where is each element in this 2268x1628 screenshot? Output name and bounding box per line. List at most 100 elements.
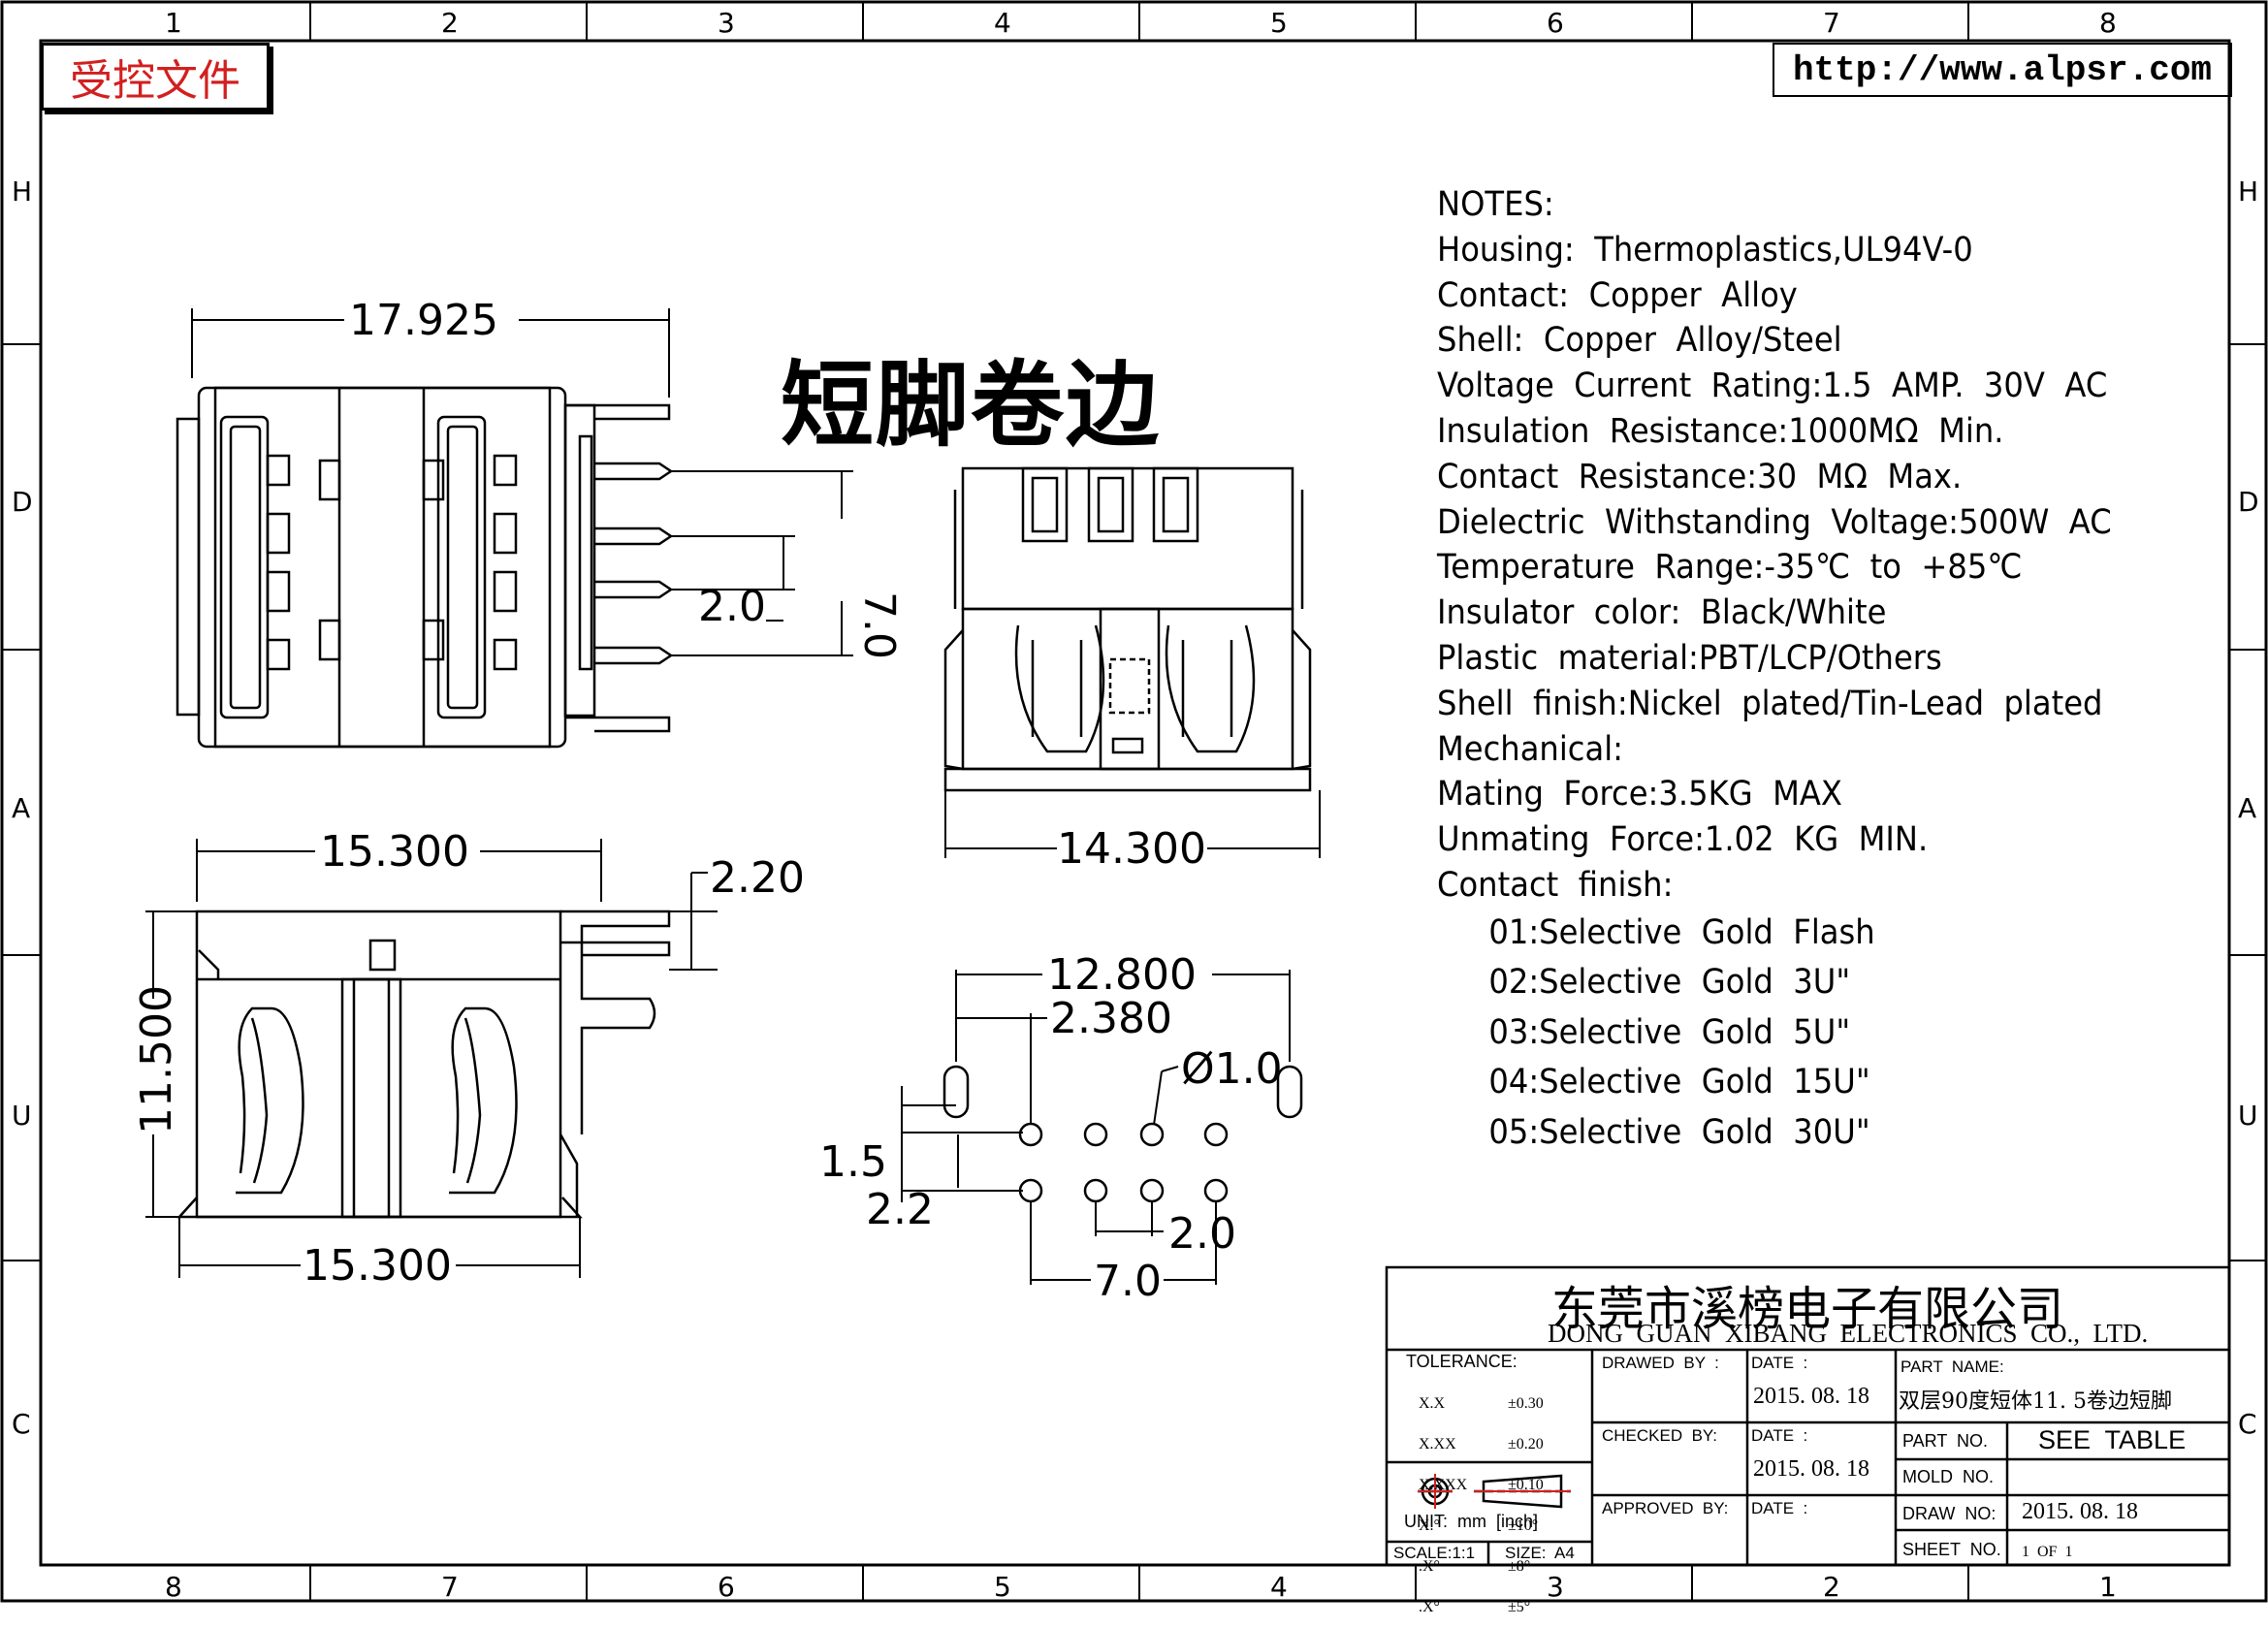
part-name-label: PART NAME: — [1901, 1357, 2004, 1376]
title-block-frame — [1385, 1265, 2231, 1567]
draw-no-label: DRAW NO: — [1902, 1504, 1996, 1523]
notes-heading: NOTES: — [1437, 185, 1554, 224]
pcb-dims — [901, 970, 1291, 1285]
mold-no-label: MOLD NO. — [1902, 1467, 1995, 1486]
grid-col-label: 7 — [1823, 7, 1840, 39]
tolerance-keys: X.X X.XX X.XXX X.° .X° .X° — [1419, 1370, 1467, 1628]
tol-key: X.XX — [1419, 1436, 1456, 1452]
tol-key: X.XXX — [1419, 1477, 1468, 1493]
grid-col-label: 5 — [1270, 7, 1288, 39]
date-label: DATE : — [1751, 1499, 1808, 1517]
grid-row-label: U — [12, 1100, 32, 1132]
stamp-text: 受控文件 — [70, 56, 240, 106]
tol-value: ±0.20 — [1508, 1436, 1544, 1452]
red-marks — [1418, 1474, 1571, 1509]
draw-no: 2015. 08. 18 — [2022, 1499, 2138, 1524]
note-line: Contact Resistance:30 MΩ Max. — [1437, 457, 1963, 496]
dim-pcb-pitch: 2.0 — [1168, 1209, 1236, 1259]
note-line: Shell finish:Nickel plated/Tin-Lead plat… — [1437, 684, 2103, 723]
grid-col-label: 5 — [994, 1571, 1011, 1603]
size-label: SIZE: A4 — [1505, 1544, 1575, 1562]
grid-col-label: 2 — [1823, 1571, 1840, 1603]
dim-side-width-bottom: 15.300 — [303, 1241, 452, 1291]
grid-row-label: H — [12, 176, 32, 207]
unit-label: UNIT: mm [inch] — [1404, 1512, 1539, 1531]
date-drawn: 2015. 08. 18 — [1753, 1384, 1869, 1409]
grid-col-label: 1 — [165, 7, 182, 39]
grid-row-label: A — [12, 792, 30, 824]
approved-by-label: APPROVED BY: — [1602, 1499, 1729, 1517]
grid-row-label: U — [2238, 1100, 2258, 1132]
front-view-dims — [944, 790, 1321, 858]
grid-labels: 1 2 3 4 5 6 7 8 8 7 6 5 4 3 2 1 H D A U … — [12, 7, 2259, 1603]
tol-value: ±0.10 — [1508, 1477, 1544, 1493]
note-line: Insulator color: Black/White — [1437, 593, 1887, 633]
grid-col-label: 6 — [1547, 7, 1564, 39]
note-line: Contact: Copper Alloy — [1437, 275, 1798, 315]
finish-option: 01:Selective Gold Flash — [1488, 912, 1875, 952]
grid-row-label: H — [2238, 176, 2258, 207]
controlled-document-stamp: 受控文件 — [41, 43, 270, 111]
company-name-cn: 东莞市溪榜电子有限公司 — [1551, 1282, 2064, 1336]
sheet-no-label: SHEET NO. — [1902, 1540, 2001, 1559]
tolerance-label: TOLERANCE: — [1406, 1352, 1517, 1371]
dim-pcb-span: 7.0 — [1094, 1257, 1162, 1306]
inner-border — [39, 39, 2231, 1567]
tol-value: ±10° — [1508, 1517, 1539, 1534]
top-view-dims — [191, 308, 853, 656]
dim-front-width: 14.300 — [1057, 824, 1206, 874]
tol-key: X.° — [1419, 1517, 1440, 1534]
note-line: Mating Force:3.5KG MAX — [1437, 775, 1842, 814]
part-no: SEE TABLE — [2038, 1425, 2187, 1454]
grid-row-label: C — [2238, 1408, 2257, 1440]
drawing-title: 短脚卷边 — [781, 350, 1161, 460]
dim-pin-span: 7.0 — [854, 591, 904, 659]
front-view — [943, 466, 1312, 792]
grid-col-label: 4 — [994, 7, 1011, 39]
grid-row-label: C — [12, 1408, 31, 1440]
side-view-dims — [145, 839, 718, 1278]
grid-col-label: 4 — [1270, 1571, 1288, 1603]
note-line: Unmating Force:1.02 KG MIN. — [1437, 820, 1929, 860]
tolerance-values: ±0.30 ±0.20 ±0.10 ±10° ±8° ±5° — [1508, 1370, 1544, 1628]
grid-row-label: A — [2238, 792, 2256, 824]
part-no-label: PART NO. — [1902, 1431, 1989, 1451]
notes-panel: NOTES: Housing: Thermoplastics,UL94V-0 C… — [1437, 182, 2112, 1158]
note-line: Temperature Range:-35℃ to +85℃ — [1437, 548, 2023, 588]
drawn-by-label: DRAWED BY : — [1602, 1354, 1719, 1372]
dim-top-width: 17.925 — [349, 296, 498, 345]
finish-option: 05:Selective Gold 30U" — [1488, 1112, 1870, 1152]
tol-value: ±0.30 — [1508, 1395, 1544, 1412]
dim-pin-pitch: 2.0 — [698, 582, 766, 631]
top-view — [176, 386, 674, 749]
part-name: 双层90度短体11. 5卷边短脚 — [1899, 1389, 2172, 1414]
tol-value: ±5° — [1508, 1599, 1531, 1615]
note-line: Mechanical: — [1437, 729, 1624, 769]
dimension-labels: 17.925 7.0 2.0 14.300 15.300 11.500 2.20… — [132, 296, 1283, 1306]
finish-option: 03:Selective Gold 5U" — [1488, 1012, 1851, 1052]
tol-key: .X° — [1419, 1558, 1440, 1575]
grid-col-label: 8 — [2099, 7, 2117, 39]
dim-pcb-row2: 2.2 — [866, 1185, 934, 1234]
tol-value: ±8° — [1508, 1558, 1531, 1575]
dim-hole-dia: Ø1.0 — [1181, 1044, 1283, 1094]
grid-col-label: 3 — [718, 7, 735, 39]
grid-col-label: 2 — [441, 7, 459, 39]
website-url[interactable]: http://www.alpsr.com — [1773, 43, 2232, 97]
company-name-en: DONG GUAN XIBANG ELECTRONICS CO., LTD. — [1548, 1319, 2149, 1348]
tol-key: X.X — [1419, 1395, 1446, 1412]
finish-option: 02:Selective Gold 3U" — [1488, 963, 1851, 1003]
date-label: DATE : — [1751, 1354, 1808, 1372]
side-view — [176, 910, 671, 1219]
note-line: Plastic material:PBT/LCP/Others — [1437, 638, 1942, 678]
dim-side-width-top: 15.300 — [320, 827, 469, 877]
grid-col-label: 6 — [718, 1571, 735, 1603]
note-line: Contact finish: — [1437, 865, 1674, 905]
dim-side-offset: 2.20 — [710, 853, 805, 903]
dim-pcb-row: 1.5 — [819, 1137, 887, 1187]
grid-col-label: 7 — [441, 1571, 459, 1603]
dim-pcb-width: 12.800 — [1047, 950, 1197, 1000]
